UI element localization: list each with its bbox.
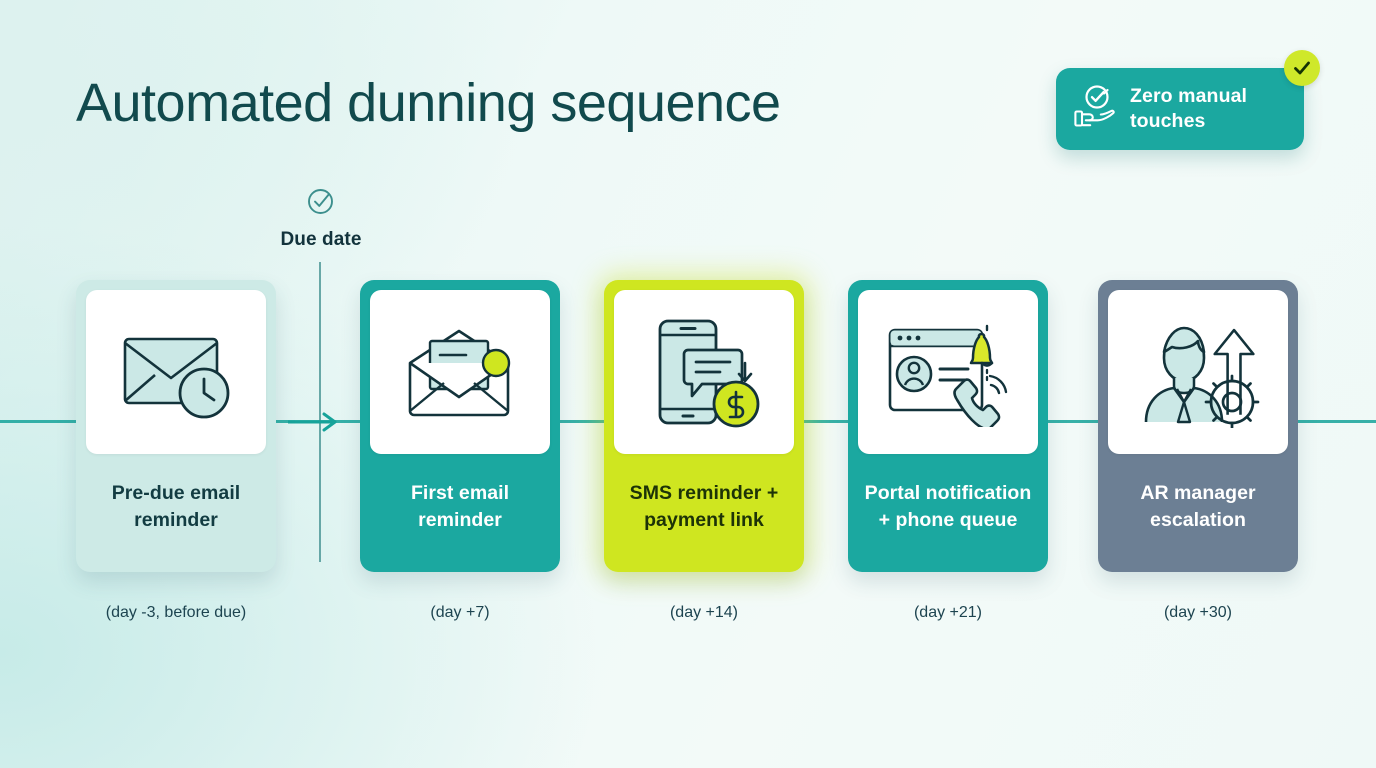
badge-label: Zero manual touches	[1130, 84, 1247, 134]
due-date-divider	[319, 262, 321, 562]
page-title: Automated dunning sequence	[76, 73, 781, 133]
due-date-label: Due date	[280, 229, 362, 250]
step-card[interactable]: Portal notification + phone queue	[848, 280, 1048, 572]
badge-label-line1: Zero manual	[1130, 85, 1248, 107]
step-caption: (day +30)	[1163, 604, 1233, 621]
zero-manual-touches-badge: Zero manual touches	[1056, 50, 1320, 150]
step-caption: (day -3, before due)	[105, 604, 247, 621]
step-label: First email reminder	[410, 482, 510, 531]
step-portal-notification[interactable]: Portal notification + phone queue (day +…	[848, 280, 1048, 622]
portal-bell-phone-icon	[858, 290, 1038, 454]
step-label: AR manager escalation	[1140, 482, 1256, 531]
step-card[interactable]: AR manager escalation	[1098, 280, 1298, 572]
due-date-marker: Due date	[262, 186, 380, 251]
circle-check-icon	[262, 186, 380, 221]
envelope-clock-icon	[86, 290, 266, 454]
check-circle-icon	[1284, 50, 1320, 86]
badge-label-line2: touches	[1130, 109, 1206, 132]
hand-holding-check-icon	[1074, 84, 1116, 133]
step-label: Portal notification + phone queue	[864, 482, 1032, 531]
step-ar-manager-escalation[interactable]: AR manager escalation (day +30)	[1098, 280, 1298, 622]
step-card[interactable]: First email reminder	[360, 280, 560, 572]
step-pre-due-email[interactable]: Pre-due email reminder (day -3, before d…	[76, 280, 276, 622]
step-label: Pre-due email reminder	[111, 482, 241, 531]
dunning-steps: Pre-due email reminder (day -3, before d…	[0, 272, 1376, 632]
phone-sms-payment-icon	[614, 290, 794, 454]
step-caption: (day +14)	[669, 604, 739, 621]
step-card[interactable]: Pre-due email reminder	[76, 280, 276, 572]
step-caption: (day +7)	[430, 604, 490, 621]
manager-arrow-gear-icon	[1108, 290, 1288, 454]
step-sms-reminder[interactable]: SMS reminder + payment link (day +14)	[604, 280, 804, 622]
arrow-right-icon	[288, 412, 346, 432]
open-envelope-letter-icon	[370, 290, 550, 454]
step-card[interactable]: SMS reminder + payment link	[604, 280, 804, 572]
step-caption: (day +21)	[913, 604, 983, 621]
step-label: SMS reminder + payment link	[629, 482, 779, 531]
step-first-email[interactable]: First email reminder (day +7)	[360, 280, 560, 622]
